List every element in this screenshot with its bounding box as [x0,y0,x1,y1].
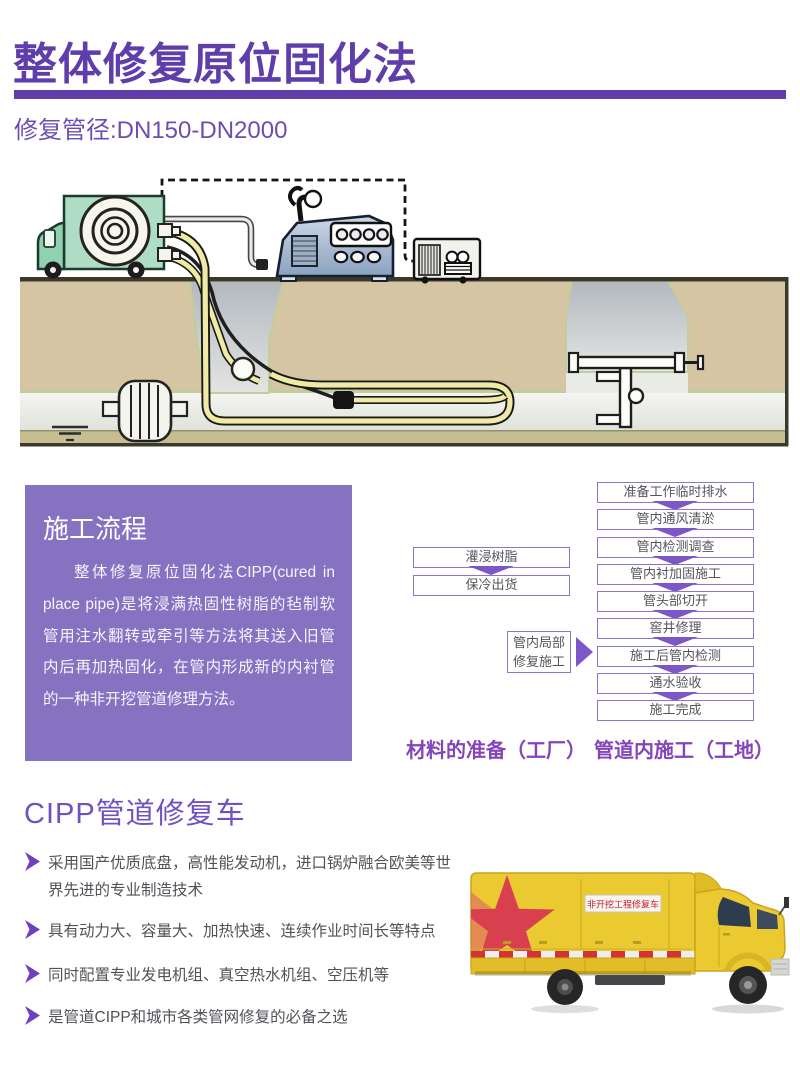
manhole-rig-illustration [567,351,705,429]
flow-side-box: 管内局部 修复施工 [507,631,571,673]
info-box-body: 整体修复原位固化法CIPP(cured in place pipe)是将浸满热固… [43,564,335,709]
inversion-ball [230,356,256,382]
flow-arrow-icon [652,692,698,701]
truck-star-graphic [471,875,555,966]
flow-step-site-9: 施工完成 [597,700,754,721]
generator-illustration [412,237,482,284]
vehicle-bullet-2: 具有动力大、容量大、加热快速、连续作业时间长等特点 [25,918,455,945]
front-bumper [770,958,790,976]
vehicle-bullet-1: 采用国产优质底盘，高性能发动机，进口锅炉融合欧美等世界先进的专业制造技术 [25,850,455,904]
flow-arrow-icon [652,528,698,537]
flow-arrow-icon [652,583,698,592]
liner-hose [164,226,515,426]
info-box-title: 施工流程 [43,514,148,544]
flow-step-factory-1: 灌浸树脂 [413,547,570,568]
vehicle-bullet-3: 同时配置专业发电机组、真空热水机组、空压机等 [25,962,455,989]
flow-step-factory-2: 保冷出货 [413,575,570,596]
liner-end-plug [333,391,354,409]
flow-step-site-1: 准备工作临时排水 [597,482,754,503]
ground-symbol-icon [52,425,88,442]
flow-arrow-right-icon [576,637,593,667]
cab-windshield [757,909,778,929]
page-title: 整体修复原位固化法 [13,40,418,89]
dashed-power-cable [160,178,415,263]
truck-label-panel [584,894,662,913]
vehicle-section-title: CIPP管道修复车 [24,798,246,830]
title-rule [14,90,786,99]
process-info-box: 施工流程 整体修复原位固化法CIPP(cured in place pipe)是… [25,485,352,761]
vehicle-bullet-4: 是管道CIPP和城市各类管网修复的必备之选 [25,1004,455,1031]
repair-truck-photo: 非开挖工程修复车 [465,863,797,1015]
caption-site: 管道内施工（工地） [594,740,774,762]
boiler-illustration [275,186,395,282]
caption-factory: 材料的准备（工厂） [406,740,586,762]
pull-cable [166,245,338,401]
flow-step-site-3: 管内检测调查 [597,537,754,558]
bullet-arrow-icon [25,1006,40,1025]
bullet-arrow-icon [25,852,40,871]
flow-arrow-icon [652,665,698,674]
ground-surface-line [20,277,788,282]
flow-arrow-icon [652,637,698,646]
flow-arrow-icon [652,501,698,510]
reflective-strip [471,951,681,958]
reel-truck-illustration [36,194,181,279]
flow-step-site-2: 管内通风清淤 [597,509,754,530]
flow-step-site-7: 施工后管内检测 [597,646,754,667]
flow-arrow-icon [468,566,514,575]
flow-step-site-6: 窖井修理 [597,618,754,639]
truck-label-text: 非开挖工程修复车 [587,899,659,910]
flow-step-site-5: 管头部切开 [597,591,754,612]
repair-truck-svg: 非开挖工程修复车 [470,872,790,1014]
pipe-plug-barrel [101,379,189,443]
side-mirror [784,897,789,908]
cab-side-window [717,897,751,927]
steam-puff [303,189,323,209]
water-hose [164,215,268,270]
flow-step-site-4: 管内衬加固施工 [597,564,754,585]
construction-diagram-svg [20,178,789,447]
bullet-arrow-icon [25,920,40,939]
bullet-arrow-icon [25,964,40,983]
pipe-diameter-subtitle: 修复管径:DN150-DN2000 [14,117,288,144]
construction-diagram [0,160,800,452]
flow-arrow-icon [652,556,698,565]
flow-arrow-icon [652,610,698,619]
flow-step-site-8: 通水验收 [597,673,754,694]
